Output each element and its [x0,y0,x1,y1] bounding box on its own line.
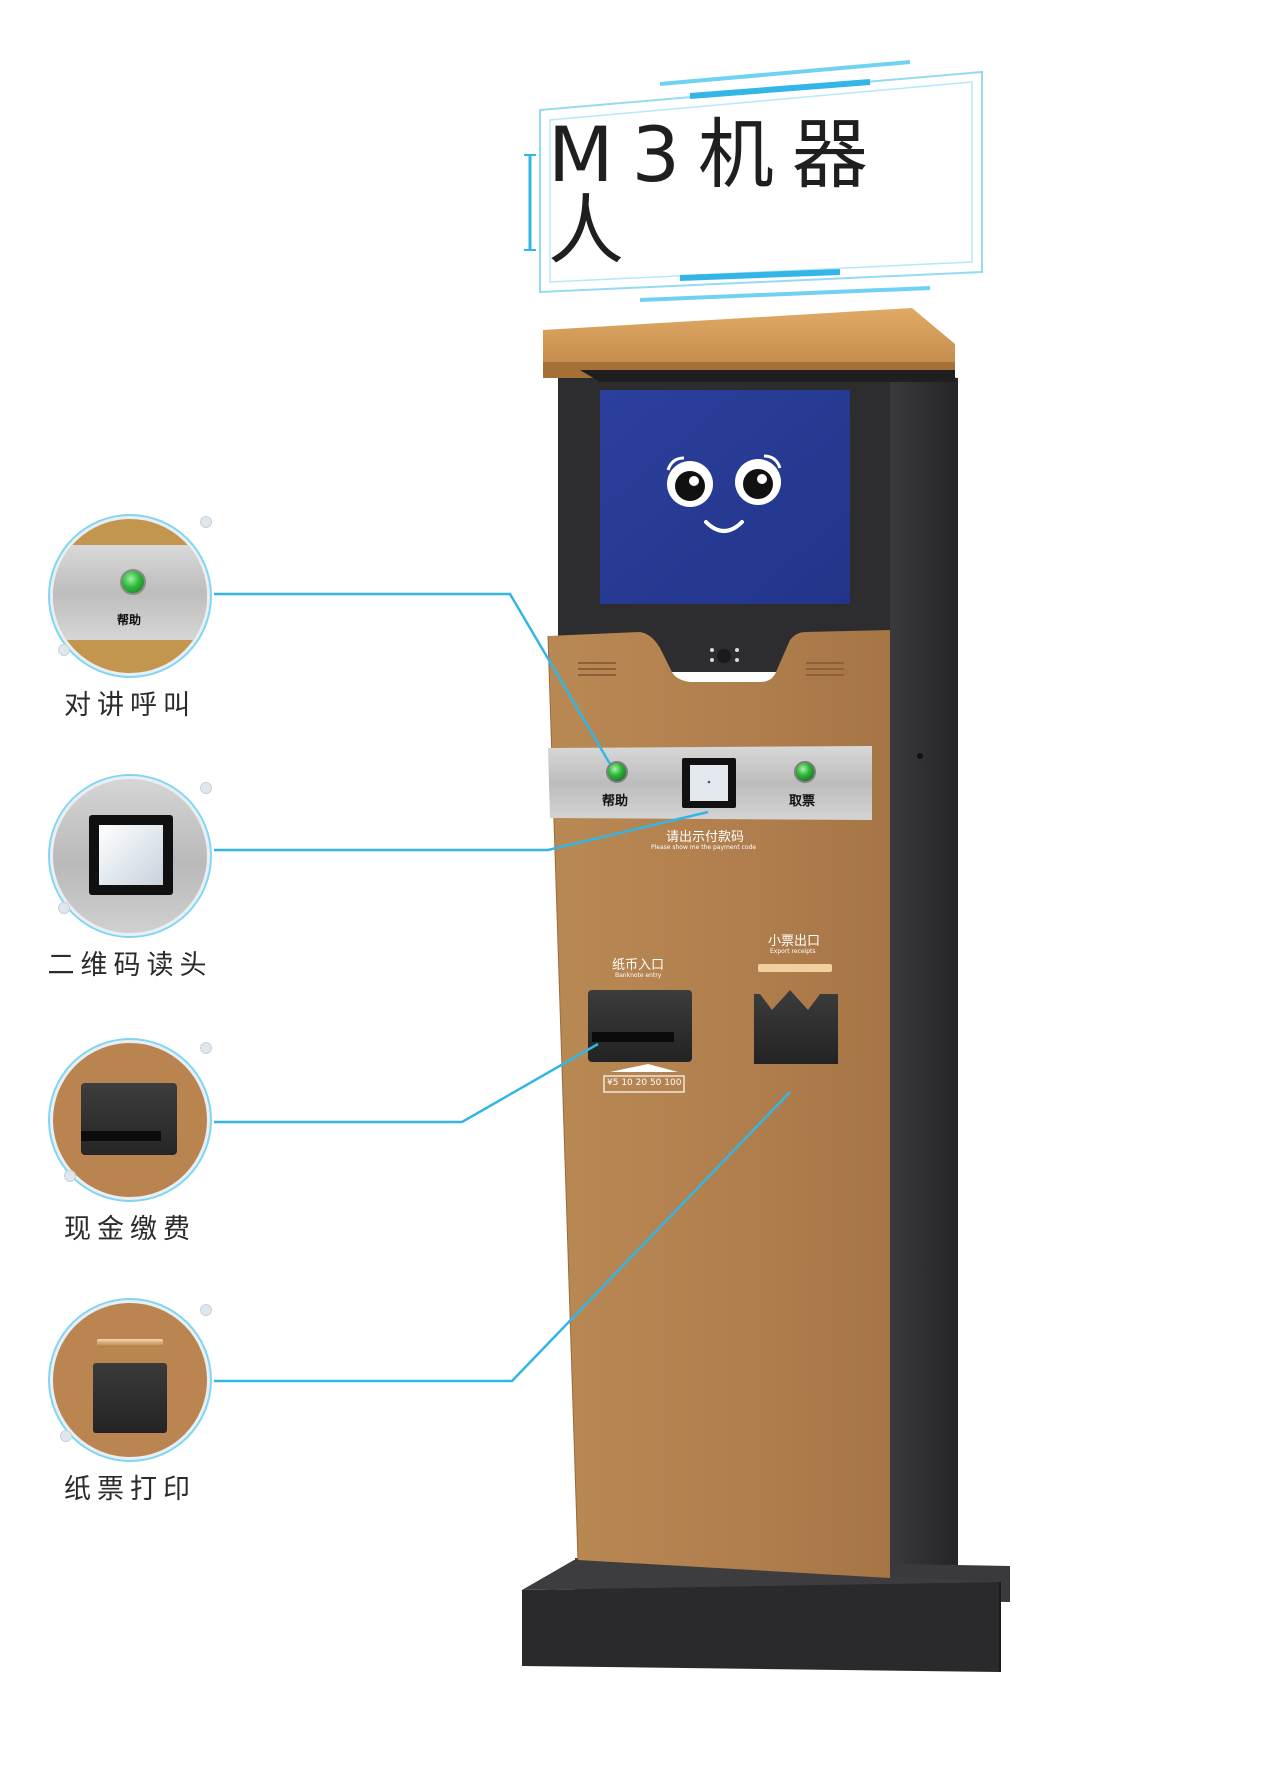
intercom-thumbnail: 帮助 [50,516,210,676]
thumb-help-label: 帮助 [117,613,142,627]
kiosk-ticket-label: 取票 [789,794,816,809]
receipt-tray-icon[interactable] [754,964,838,1064]
receipt-thumbnail [50,1300,210,1460]
qr-reader-icon[interactable] [682,758,736,808]
cash-thumbnail [50,1040,210,1200]
help-button-icon [120,569,146,595]
banknote-label: 纸币入口 [612,958,665,973]
display-screen [600,390,850,604]
kiosk-base [522,1558,1010,1672]
feature-qr-reader: 二维码读头 [40,776,220,986]
qr-reader-thumbnail [50,776,210,936]
kiosk-side-panel [890,370,958,1588]
receipt-label-en: Export receipts [770,948,816,955]
feature-ticket-printing: 纸票打印 [40,1300,220,1510]
feature-intercom: 帮助 对讲呼叫 [40,516,220,726]
callout-lines [214,592,791,1383]
ticket-button-icon[interactable] [794,761,816,783]
feature-cash-payment: 现金缴费 [40,1040,220,1250]
receipt-label: 小票出口 [768,934,821,949]
feature-label-qr-reader: 二维码读头 [47,950,213,981]
title-sign [524,60,983,302]
feature-label-intercom: 对讲呼叫 [64,690,196,721]
scan-prompt-en: Please show me the payment code [651,844,757,851]
banknote-slot-icon[interactable] [588,990,692,1093]
sign-title: M3机器人 [548,110,886,275]
scan-prompt: 请出示付款码 [666,830,745,845]
banknote-denominations: ¥5 10 20 50 100 [607,1078,682,1088]
banknote-label-en: Banknote entry [615,972,662,979]
feature-label-ticket-printing: 纸票打印 [64,1474,196,1505]
kiosk-top-cap [543,308,955,382]
help-button-icon[interactable] [606,761,628,783]
feature-label-cash-payment: 现金缴费 [64,1214,196,1245]
kiosk-help-label: 帮助 [602,794,629,809]
robot-face-icon [666,454,782,533]
